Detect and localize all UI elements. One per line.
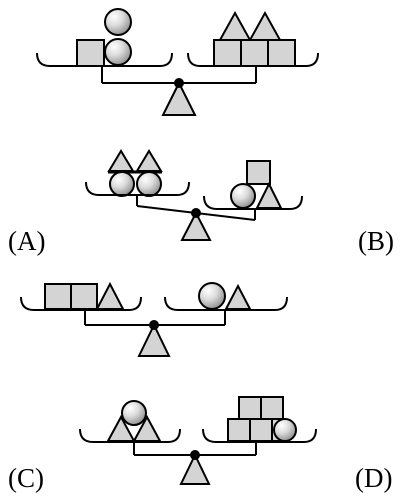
square-weight (227, 418, 251, 442)
fulcrum (180, 210, 212, 241)
right-pan (164, 296, 288, 311)
option-label-d: (D) (355, 463, 393, 493)
square-weight (260, 396, 284, 420)
square-weight (44, 283, 72, 310)
square-weight (213, 39, 242, 67)
left-pan (79, 428, 181, 443)
circle-weight (109, 171, 135, 197)
option-label-b: (B) (358, 226, 394, 256)
fulcrum (161, 80, 197, 116)
circle-weight (230, 183, 256, 209)
scale-c (20, 281, 288, 357)
scale-1 (36, 8, 319, 116)
triangle-weight (95, 281, 125, 310)
circle-weight (198, 282, 226, 310)
circle-weight (121, 400, 147, 426)
left-pan (36, 52, 173, 67)
square-weight (249, 418, 273, 442)
square-weight (267, 39, 296, 67)
triangle-weight (248, 10, 282, 41)
option-label-a: (A) (8, 226, 46, 256)
circle-weight (273, 418, 297, 442)
scale-a (85, 149, 303, 241)
circle-weight (136, 171, 162, 197)
right-pan (187, 52, 319, 67)
triangle-weight (255, 181, 283, 209)
square-weight (238, 396, 262, 420)
circle-weight (104, 38, 132, 66)
fulcrum (137, 322, 171, 357)
fulcrum (179, 452, 211, 485)
pivot (174, 78, 184, 88)
triangle-weight (218, 10, 252, 41)
triangle-weight (107, 149, 135, 172)
pivot (190, 450, 200, 460)
right-pan (202, 428, 317, 443)
square-weight (76, 39, 105, 67)
circle-weight (104, 8, 132, 36)
square-weight (70, 283, 98, 310)
pivot (149, 320, 159, 330)
square-weight (246, 160, 271, 185)
option-label-c: (C) (8, 463, 44, 493)
triangle-weight (224, 283, 252, 310)
square-weight (240, 39, 269, 67)
pivot (191, 208, 201, 218)
triangle-weight (135, 149, 163, 172)
right-pan (203, 195, 303, 210)
scale-d (79, 396, 317, 485)
left-pan (20, 296, 142, 311)
